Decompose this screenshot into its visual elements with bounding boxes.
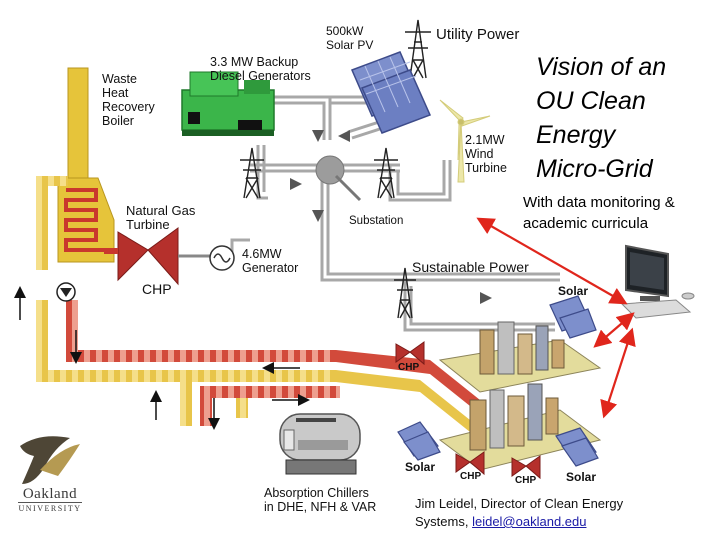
gas-turbine-icon — [117, 227, 210, 286]
utility-power-label: Utility Power — [436, 26, 520, 43]
generator-label: 4.6MW Generator — [242, 247, 298, 275]
logo-subname: UNIVERSITY — [18, 502, 82, 513]
generator-icon — [209, 245, 235, 271]
label-line: Wind — [465, 147, 494, 161]
title-line: Vision of an — [536, 53, 667, 81]
natural-gas-label: Natural Gas Turbine — [126, 204, 195, 232]
chp-label: CHP — [460, 471, 482, 482]
label-line: Recovery — [102, 100, 155, 114]
oakland-logo-icon — [20, 436, 80, 484]
credit-prefix: Systems, — [415, 514, 473, 529]
logo-name: Oakland — [22, 486, 78, 502]
solar-pv-label: 500kW Solar PV — [326, 24, 373, 52]
email-link[interactable]: leidel@oakland.edu — [472, 514, 587, 529]
sustainable-power-label: Sustainable Power — [412, 259, 529, 275]
computer-icon — [620, 244, 695, 319]
label-line: Absorption Chillers — [264, 486, 369, 500]
credit-line: Systems, leidel@oakland.edu — [415, 513, 623, 531]
solar-label: Solar — [558, 284, 589, 298]
campus-buildings-icon — [438, 321, 602, 471]
oakland-logo: Oakland UNIVERSITY — [18, 486, 82, 514]
chp-turbine-icon — [395, 341, 541, 480]
label-line: Heat — [102, 86, 129, 100]
slide-title: Vision of an OU Clean Energy Micro-Grid — [536, 50, 716, 186]
solar-label: Solar — [405, 460, 436, 474]
title-line: Energy — [536, 121, 616, 149]
label-line: 500kW — [326, 24, 364, 38]
waste-heat-boiler — [57, 67, 115, 263]
pump-icon — [56, 282, 76, 302]
wind-label: 2.1MW Wind Turbine — [465, 133, 507, 175]
label-line: Waste — [102, 72, 137, 86]
label-line: Turbine — [465, 161, 507, 175]
author-credit: Jim Leidel, Director of Clean Energy Sys… — [415, 495, 623, 531]
diesel-generator-icon — [181, 71, 275, 136]
label-line: 3.3 MW Backup — [210, 55, 299, 69]
title-line: OU Clean — [536, 87, 646, 115]
solar-panel-icon — [397, 295, 599, 467]
hot-water-pipes — [66, 248, 480, 426]
transmission-tower-icon — [240, 19, 431, 319]
label-line: Turbine — [126, 217, 170, 232]
label-line: in DHE, NFH & VAR — [264, 500, 377, 514]
subtitle-line: academic curricula — [523, 215, 649, 232]
label-line: Boiler — [102, 114, 134, 128]
label-line: Natural Gas — [126, 203, 196, 218]
pipe-arrows — [14, 286, 310, 430]
chp-label: CHP — [398, 362, 420, 373]
solar-label: Solar — [566, 470, 597, 484]
substation-icon — [315, 155, 362, 202]
chp-label: CHP — [515, 475, 537, 486]
label-line: 4.6MW — [242, 247, 282, 261]
label-line: Diesel Generators — [210, 69, 311, 83]
absorption-chiller-label: Absorption Chillers in DHE, NFH & VAR — [264, 486, 376, 514]
credit-line: Jim Leidel, Director of Clean Energy — [415, 496, 624, 511]
subtitle-line: With data monitoring & — [523, 194, 675, 211]
wind-turbine-icon — [439, 99, 491, 183]
data-link-arrows — [476, 217, 636, 419]
slide-subtitle: With data monitoring & academic curricul… — [523, 192, 718, 234]
label-line: Generator — [242, 261, 299, 275]
waste-heat-label: Waste Heat Recovery Boiler — [102, 72, 155, 128]
title-line: Micro-Grid — [536, 155, 653, 183]
solar-pv-array-icon — [350, 51, 432, 134]
diesel-label: 3.3 MW Backup Diesel Generators — [210, 55, 311, 83]
label-line: Solar PV — [326, 38, 374, 52]
label-line: 2.1MW — [465, 133, 505, 147]
chp-main-label: CHP — [142, 281, 172, 297]
cool-water-pipes — [36, 176, 470, 432]
absorption-chiller-icon — [279, 413, 361, 475]
substation-label: Substation — [349, 215, 404, 227]
